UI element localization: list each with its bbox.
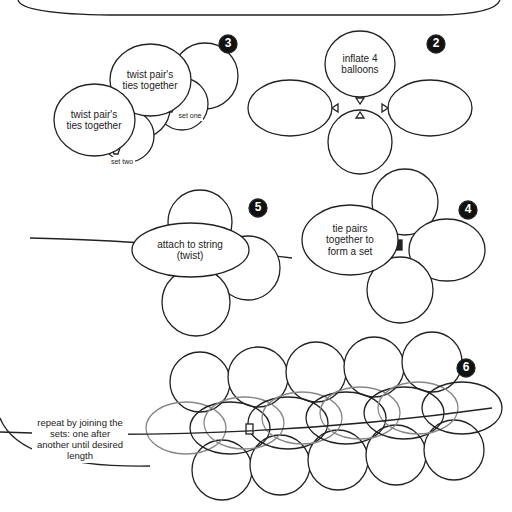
- balloon-outline: [325, 31, 395, 97]
- balloon-outline: [132, 223, 249, 277]
- step-number: 2: [426, 34, 446, 54]
- step-number-text: 4: [465, 203, 472, 217]
- instruction-text: inflate 4 balloons: [335, 53, 385, 76]
- step-badge: [427, 35, 445, 53]
- step-number-text: 3: [225, 37, 232, 51]
- balloon: [388, 80, 472, 136]
- balloon-box: tie pairs together to form a set: [301, 204, 399, 276]
- instruction-text: twist pair's ties together: [65, 109, 123, 132]
- instruction-text: attach to string (twist): [148, 239, 232, 262]
- balloon-outline: [302, 205, 398, 275]
- balloon: [378, 382, 458, 434]
- step-number: 5: [248, 198, 268, 218]
- set-label: set one: [177, 111, 204, 121]
- balloon-box: attach to string (twist): [131, 222, 250, 278]
- balloon-tie: [332, 98, 388, 118]
- step-badge: [457, 359, 475, 377]
- instruction-text: twist pair's ties together: [121, 69, 179, 92]
- balloon-knot: [246, 424, 253, 434]
- frame-arc: [0, 418, 150, 466]
- step-number-text: 6: [463, 361, 470, 375]
- step-number-text: 2: [433, 37, 440, 51]
- balloon: [262, 392, 342, 444]
- set-label: set two: [109, 157, 135, 167]
- balloon: [146, 402, 226, 454]
- frame-arc: [18, 0, 500, 15]
- balloon: [190, 402, 270, 454]
- balloon: [162, 268, 230, 336]
- step-number: 6: [456, 358, 476, 378]
- step-number-text: 5: [255, 201, 262, 215]
- balloon: [204, 397, 284, 449]
- step-number: 4: [458, 200, 478, 220]
- balloon-garland: [146, 332, 502, 500]
- balloon: [248, 80, 332, 136]
- balloon-box: inflate 4 balloons: [324, 30, 396, 98]
- balloon: [424, 420, 484, 480]
- balloon: [328, 110, 392, 174]
- instruction-text: tie pairs together to form a set: [316, 223, 385, 258]
- balloon: [306, 392, 386, 444]
- balloon: [320, 387, 400, 439]
- step-badge: [459, 201, 477, 219]
- step-badge: [249, 199, 267, 217]
- instruction-note: repeat by joining the sets: one after an…: [32, 417, 128, 463]
- step-badge: [219, 35, 237, 53]
- balloon: [364, 387, 444, 439]
- balloon: [248, 397, 328, 449]
- balloon-box: twist pair's ties together: [53, 83, 136, 157]
- balloon-outline: [54, 84, 135, 156]
- step-number: 3: [218, 34, 238, 54]
